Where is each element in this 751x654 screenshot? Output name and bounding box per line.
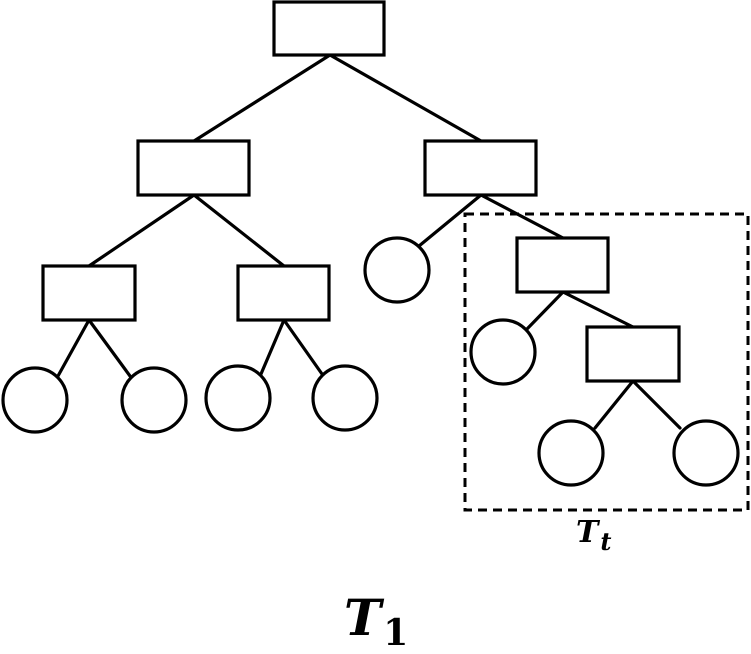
edge-ll-leaf-a — [56, 318, 91, 378]
main-tree-label: T1 — [344, 588, 408, 654]
root-node — [272, 0, 386, 57]
main-tree-label-subscript: 1 — [383, 612, 408, 654]
leaf-node — [363, 236, 431, 304]
internal-node-left — [136, 139, 251, 197]
edge-left-rightchild — [192, 193, 286, 268]
leaf-node — [1, 366, 69, 434]
edge-right-subtree — [479, 193, 565, 240]
edge-root-left — [192, 53, 332, 143]
main-tree-label-symbol: T — [344, 588, 385, 647]
edge-sub-child — [561, 290, 635, 329]
internal-node-left-left — [41, 264, 137, 322]
tree-edges — [56, 53, 682, 430]
subtree-label: Tt — [576, 515, 611, 556]
subtree-label-subscript: t — [600, 527, 611, 556]
edge-subchild-leaf-b — [631, 379, 682, 430]
edge-subchild-leaf-a — [593, 379, 635, 430]
subtree-label-symbol: T — [576, 515, 601, 550]
edge-right-leaf — [417, 193, 483, 248]
edge-left-leftchild — [87, 193, 196, 268]
leaf-nodes — [1, 236, 740, 487]
subtree-root-node — [515, 236, 610, 294]
leaf-node — [672, 419, 740, 487]
leaf-node — [469, 318, 537, 386]
edge-lr-leaf-a — [259, 318, 286, 376]
subtree-child-node — [585, 325, 681, 383]
edge-sub-leaf — [525, 290, 565, 331]
subtree-box — [463, 212, 750, 512]
edge-lr-leaf-b — [282, 318, 324, 376]
edge-root-right — [328, 53, 483, 143]
leaf-node — [120, 366, 188, 434]
internal-node-left-right — [236, 264, 331, 322]
leaf-node — [204, 364, 272, 432]
internal-node-right — [423, 139, 538, 197]
leaf-node — [311, 364, 379, 432]
edge-ll-leaf-b — [87, 318, 132, 378]
internal-nodes — [41, 0, 681, 383]
leaf-node — [537, 419, 605, 487]
